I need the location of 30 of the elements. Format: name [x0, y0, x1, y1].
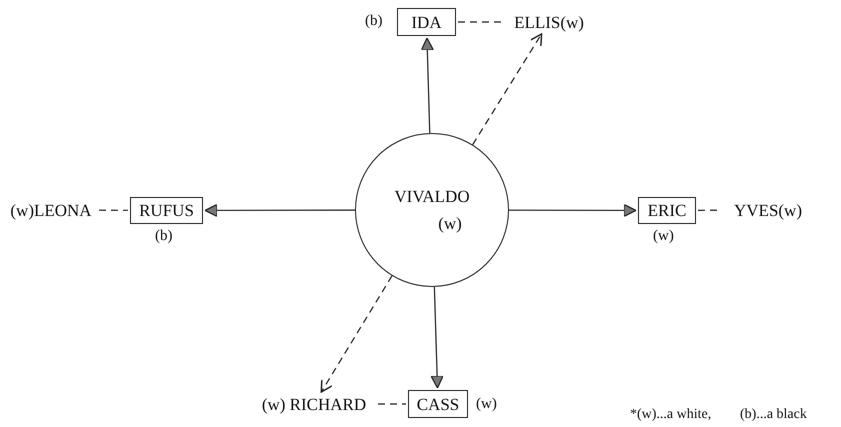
name-label: ERIC — [648, 202, 686, 219]
person-name: YVES(w) — [724, 200, 812, 220]
person-box — [397, 8, 456, 36]
race-label: (w) — [438, 215, 462, 232]
person-name: ELLIS(w) — [505, 12, 593, 32]
name-label: RUFUS — [139, 202, 194, 219]
person-name: (w) RICHARD — [252, 394, 376, 414]
person-circle — [355, 133, 509, 287]
name-label: VIVALDO — [394, 188, 470, 205]
connector-line — [99, 210, 128, 211]
person-box — [130, 197, 203, 224]
arrow — [472, 33, 542, 145]
arrow — [204, 204, 355, 217]
name-label: IDA — [411, 14, 442, 30]
connector-line — [378, 403, 406, 405]
person-name: (w)LEONA — [5, 200, 97, 220]
race-label: (b) — [365, 14, 382, 29]
arrow — [320, 275, 392, 393]
connector-line — [458, 21, 503, 23]
legend-note: *(w)...a white, — [630, 408, 712, 422]
race-label: (b) — [155, 229, 172, 244]
person-box — [408, 390, 468, 418]
arrow — [420, 37, 434, 134]
arrow — [509, 204, 637, 217]
race-label: (w) — [476, 397, 497, 412]
person-box — [638, 197, 696, 224]
name-label: CASS — [416, 396, 460, 412]
race-label: (w) — [653, 229, 674, 244]
legend-note: (b)...a black — [740, 408, 807, 422]
arrow — [430, 286, 444, 389]
